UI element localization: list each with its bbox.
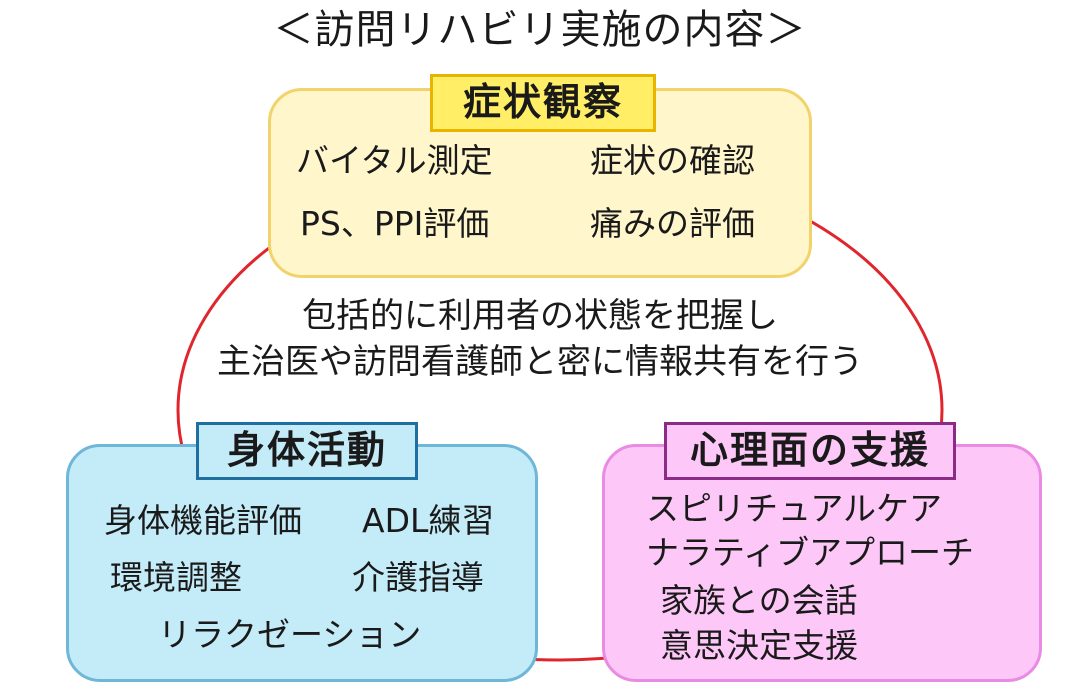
physical-item-relaxation: リラクゼーション [158, 615, 422, 654]
psych-item-decision: 意思決定支援 [660, 626, 858, 665]
psych-item-spiritual: スピリチュアルケア [646, 489, 943, 528]
symptom-observation-label: 症状観察 [430, 74, 656, 132]
psychological-support-label: 心理面の支援 [664, 422, 956, 480]
physical-activity-box [66, 444, 538, 682]
center-text-line1: 包括的に利用者の状態を把握し [302, 296, 778, 336]
psych-item-narrative: ナラティブアプローチ [646, 533, 975, 572]
symptom-item-pain: 痛みの評価 [590, 204, 755, 243]
center-text-line2: 主治医や訪問看護師と密に情報共有を行う [217, 342, 863, 382]
physical-item-adl: ADL練習 [362, 501, 495, 540]
page-title: ＜訪問リハビリ実施の内容＞ [273, 7, 807, 53]
symptom-item-vital: バイタル測定 [296, 141, 493, 180]
psychological-support-box [602, 444, 1042, 682]
symptom-item-check: 症状の確認 [590, 141, 755, 180]
psych-item-family: 家族との会話 [660, 581, 858, 620]
physical-item-care-guidance: 介護指導 [352, 558, 484, 597]
physical-item-function-eval: 身体機能評価 [104, 501, 302, 540]
physical-activity-label: 身体活動 [196, 422, 418, 480]
physical-item-environment: 環境調整 [110, 558, 242, 597]
symptom-item-ps-ppi: PS、PPI評価 [300, 204, 490, 243]
